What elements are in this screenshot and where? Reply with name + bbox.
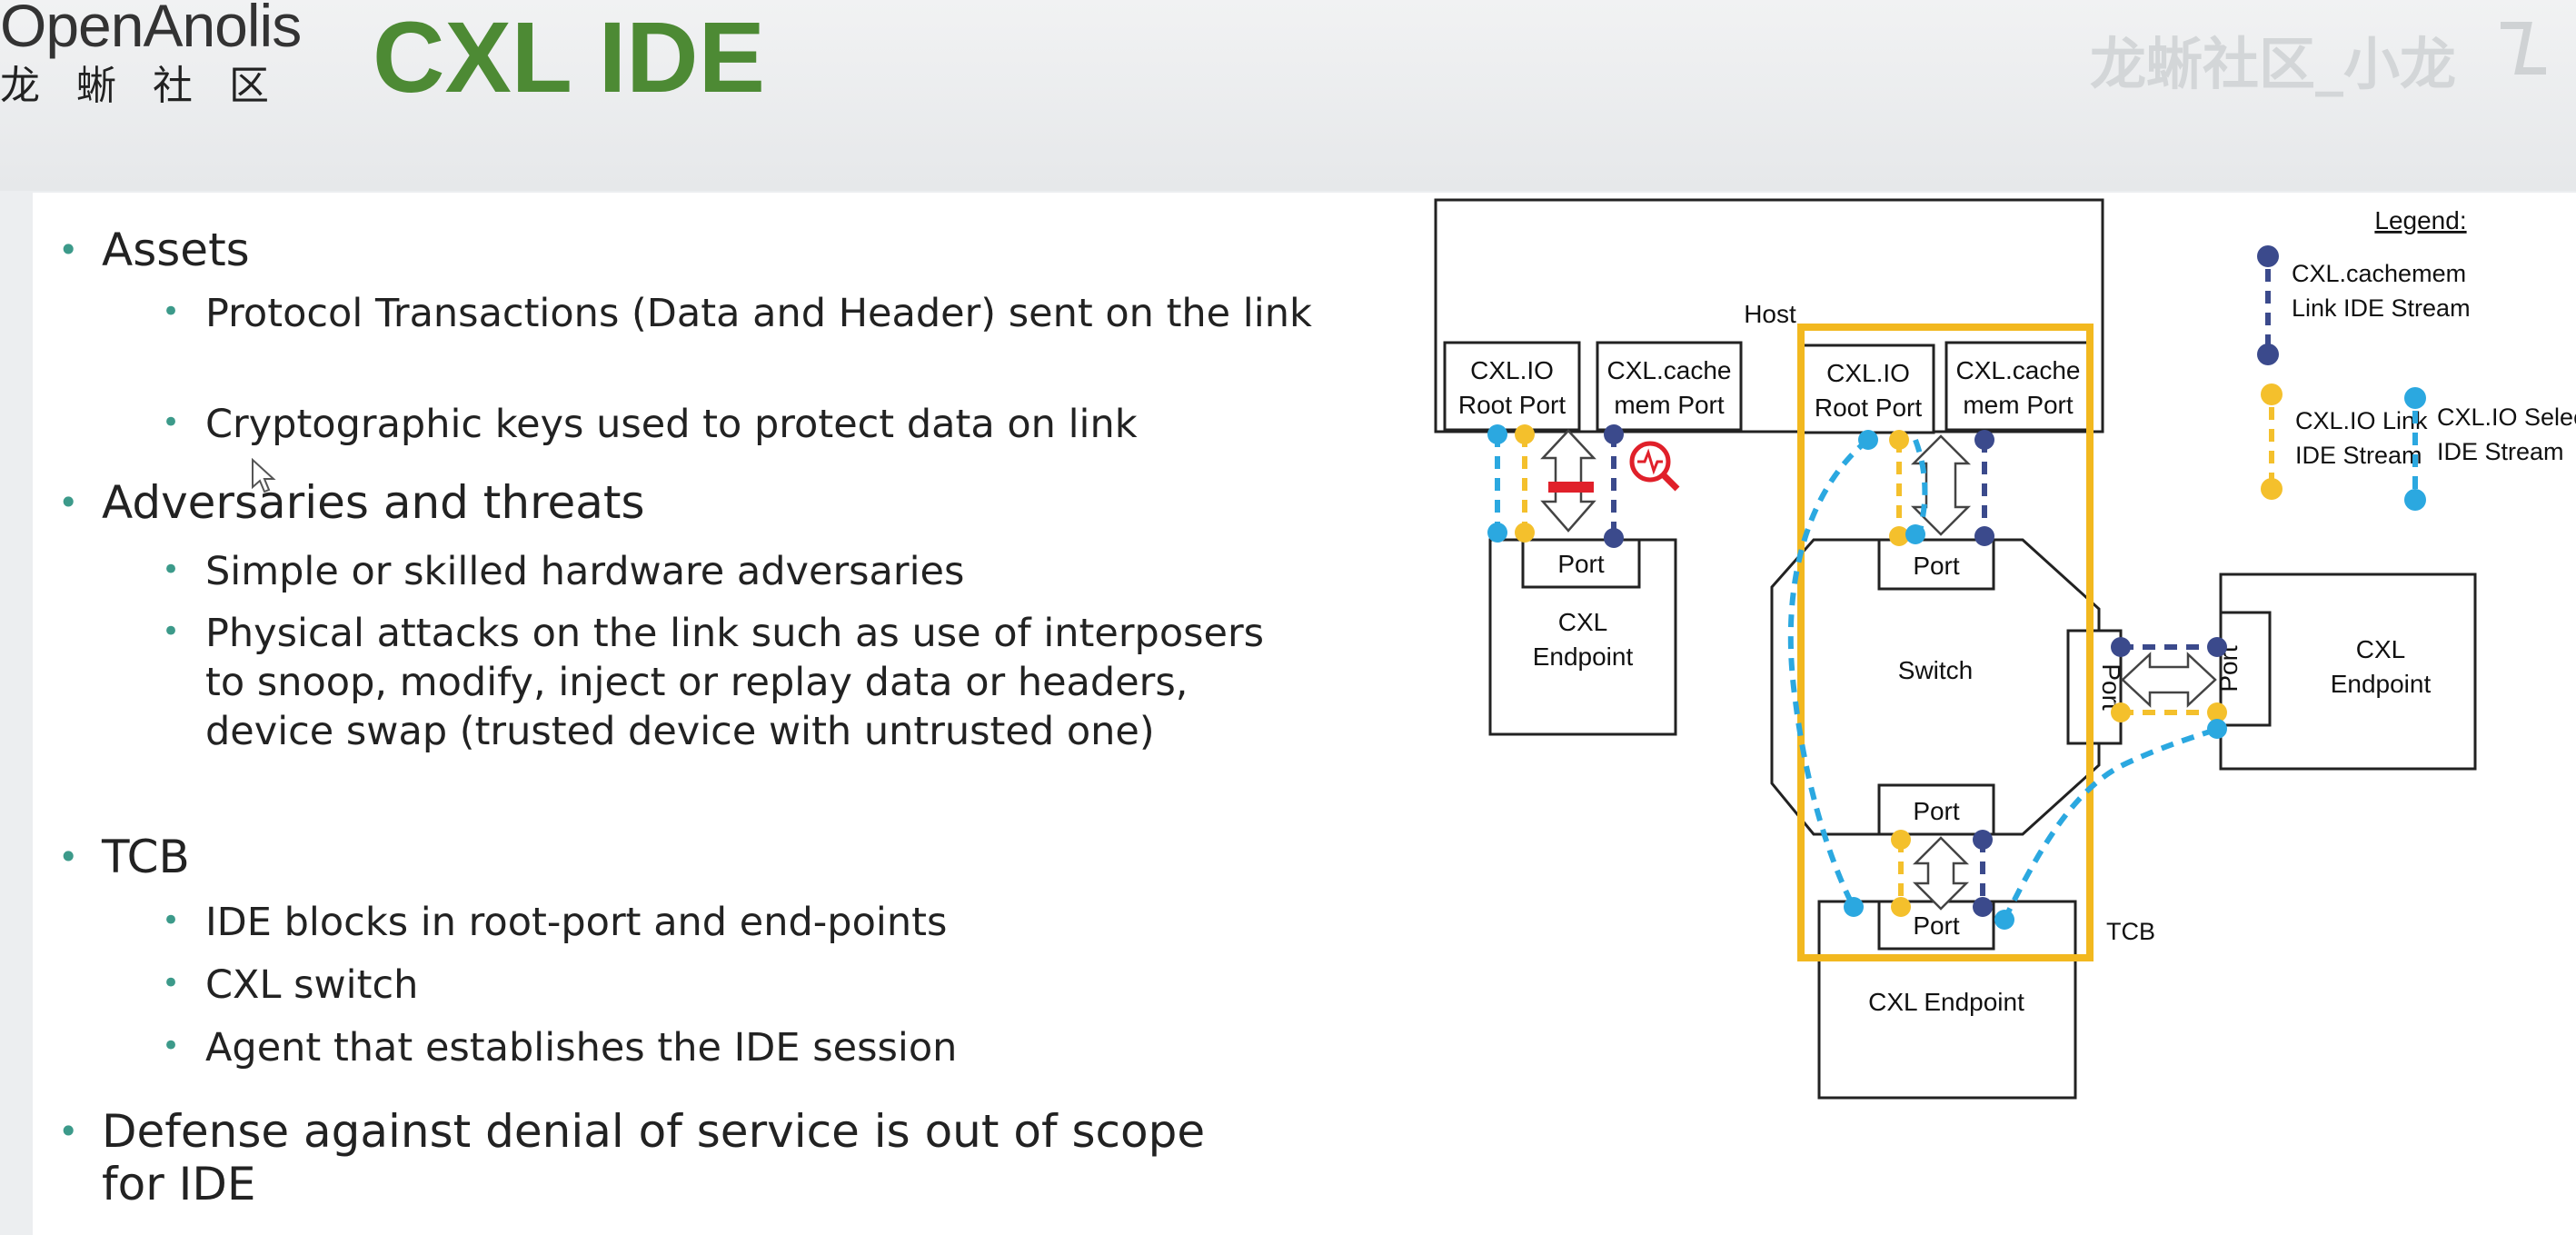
port-label: mem Port (1963, 391, 2074, 419)
bullet-dot-icon: • (162, 404, 181, 441)
switch-bottom-port (1877, 783, 1995, 836)
sub-bullet: • IDE blocks in root-port and end-points (162, 898, 1314, 947)
root-port-left (1443, 341, 1581, 432)
legend-io-link: CXL.IO Link IDE Stream (2261, 383, 2428, 500)
bullet-dot-icon: • (58, 1111, 79, 1151)
blocked-bar-icon (1548, 482, 1594, 493)
switch-label: Switch (1898, 656, 1973, 684)
io-selective-stream (2002, 726, 2219, 921)
bullet-tcb: • TCB (58, 831, 1283, 883)
sub-bullet: • CXL switch (162, 961, 1314, 1010)
legend-label: CXL.IO Link (2295, 407, 2428, 434)
bullet-text: TCB (102, 831, 190, 883)
port-label: Port (1557, 550, 1605, 578)
endpoint-left-port (1521, 538, 1641, 589)
bullet-dot-icon: • (162, 294, 181, 330)
slide-body: • Assets • Protocol Transactions (Data a… (33, 193, 2576, 1235)
root-port-right (1801, 344, 1935, 434)
endpoint-label: CXL (1558, 608, 1607, 636)
sub-bullet: • Simple or skilled hardware adversaries (162, 547, 1314, 596)
switch-top-port (1877, 538, 1995, 591)
sub-bullet-text: Physical attacks on the link such as use… (205, 611, 1265, 754)
openanolis-logo-cn: 龙蜥社区 (0, 63, 305, 109)
sub-bullet: • Cryptographic keys used to protect dat… (162, 400, 1314, 449)
magnifier-alert-icon (1629, 441, 1680, 492)
sub-bullet-text: IDE blocks in root-port and end-points (205, 900, 948, 945)
port-label: Port (1913, 911, 1960, 940)
legend-title: Legend: (2374, 206, 2466, 234)
endpoint-label: Endpoint (1533, 642, 1634, 671)
port-label: mem Port (1614, 391, 1725, 419)
port-label: CXL.cache (1607, 356, 1732, 384)
legend-label: Link IDE Stream (2292, 294, 2471, 322)
legend-label: CXL.cachemem (2292, 260, 2466, 287)
double-arrow-icon (1912, 836, 1970, 911)
endpoint-label: Endpoint (2331, 670, 2432, 698)
port-label: Port (1913, 552, 1960, 580)
port-label: CXL.IO (1826, 359, 1910, 387)
bullet-dot-icon: • (162, 552, 181, 588)
watermark-logo-icon (2491, 16, 2573, 80)
port-label: Port (1913, 797, 1960, 825)
bullet-assets: • Assets (58, 224, 1283, 276)
slide-header: OpenAnolis 龙蜥社区 CXL IDE 龙蜥社区_小龙 (0, 0, 2576, 191)
legend-label: IDE Stream (2295, 442, 2422, 469)
cache-port-left (1596, 341, 1743, 432)
openanolis-logo: OpenAnolis (0, 0, 302, 59)
mouse-cursor-icon (252, 458, 276, 493)
legend-label: IDE Stream (2437, 438, 2564, 465)
sub-bullet-text: Protocol Transactions (Data and Header) … (205, 291, 1312, 336)
bullet-dot-icon: • (58, 837, 79, 877)
double-arrow-icon (2121, 652, 2217, 708)
port-label: CXL.IO (1470, 356, 1554, 384)
legend-label: CXL.IO Selective (2437, 403, 2576, 431)
legend-cachemem: CXL.cachemem Link IDE Stream (2257, 245, 2471, 365)
double-arrow-icon (1540, 429, 1596, 533)
page-title: CXL IDE (373, 2, 765, 114)
bullet-text: Defense against denial of service is out… (102, 1105, 1206, 1210)
legend-io-selective: CXL.IO Selective IDE Stream (2404, 387, 2576, 511)
tcb-boundary (1797, 324, 2094, 961)
cxl-ide-diagram: .box { fill:#fff; stroke:#222; stroke-wi… (1434, 198, 2576, 1100)
port-label: Root Port (1815, 393, 1922, 422)
endpoint-label: CXL Endpoint (1868, 988, 2024, 1016)
port-label: Root Port (1458, 391, 1566, 419)
sub-bullet: • Protocol Transactions (Data and Header… (162, 289, 1314, 338)
bullet-dot-icon: • (162, 613, 181, 650)
sub-bullet-text: CXL switch (205, 962, 419, 1008)
bullet-text: Adversaries and threats (102, 476, 645, 529)
endpoint-label: CXL (2356, 635, 2405, 663)
endpoint-right-port (2219, 611, 2272, 727)
bullet-dot-icon: • (58, 230, 79, 270)
sub-bullet-text: Cryptographic keys used to protect data … (205, 402, 1138, 447)
bullet-adversaries: • Adversaries and threats (58, 476, 1283, 529)
bullet-dot-icon: • (58, 483, 79, 523)
sub-bullet-text: Simple or skilled hardware adversaries (205, 549, 965, 594)
io-selective-stream (1787, 437, 1870, 909)
tcb-label: TCB (2106, 918, 2155, 945)
cache-port-right (1944, 341, 2092, 432)
bullet-dot-icon: • (162, 902, 181, 939)
sub-bullet: • Agent that establishes the IDE session (162, 1023, 1314, 1072)
watermark: 龙蜥社区_小龙 (2090, 31, 2457, 97)
bullet-dot-icon: • (162, 1028, 181, 1064)
bullet-defense: • Defense against denial of service is o… (58, 1105, 1238, 1210)
port-label: CXL.cache (1956, 356, 2081, 384)
host-label: Host (1744, 300, 1796, 328)
bullet-dot-icon: • (162, 965, 181, 1001)
switch-box (1770, 538, 2101, 836)
bullet-text: Assets (102, 224, 250, 276)
sub-bullet-text: Agent that establishes the IDE session (205, 1025, 958, 1071)
sub-bullet: • Physical attacks on the link such as u… (162, 609, 1314, 756)
